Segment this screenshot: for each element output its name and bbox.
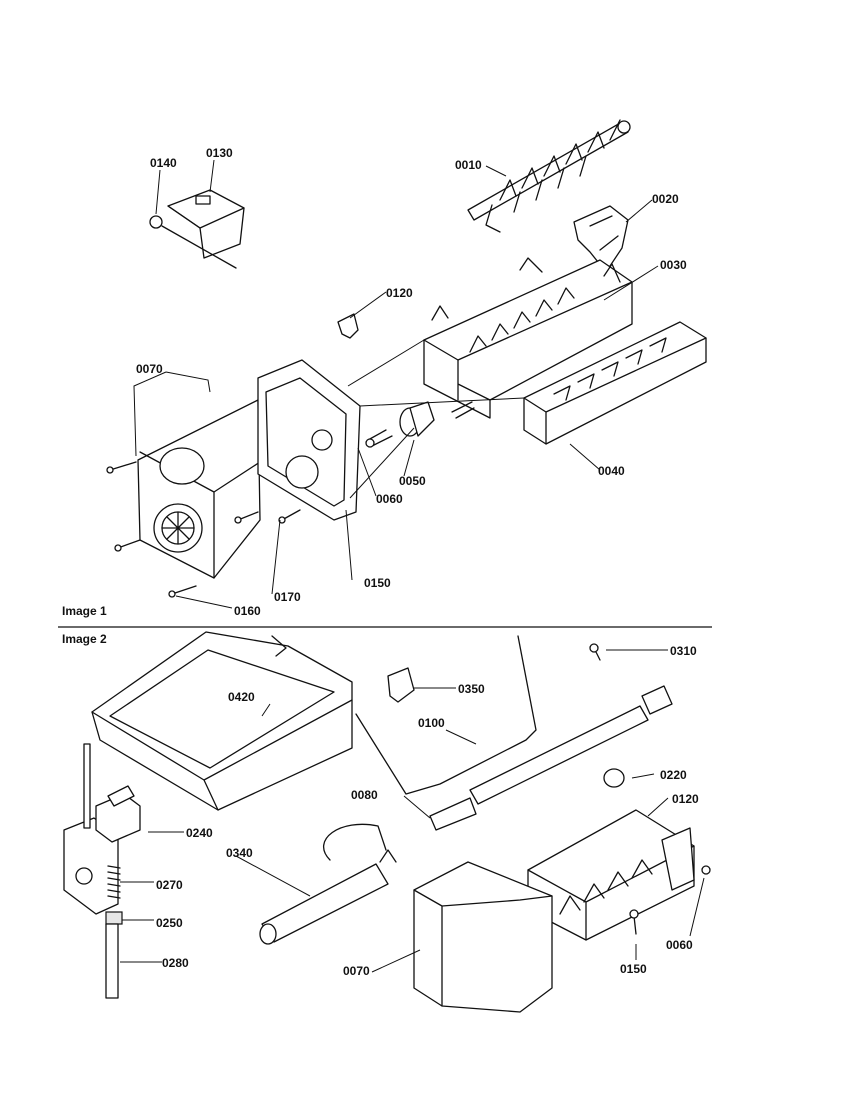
label-0280: 0280 (162, 956, 189, 970)
label-0340: 0340 (226, 846, 253, 860)
label-0150-b: 0150 (620, 962, 647, 976)
label-0150: 0150 (364, 576, 391, 590)
label-0030: 0030 (660, 258, 687, 272)
label-0060-b: 0060 (666, 938, 693, 952)
part-0220-cap (603, 768, 625, 788)
part-0240-water-valve (63, 743, 141, 915)
part-0120-clip (337, 313, 359, 339)
label-0130: 0130 (206, 146, 233, 160)
label-0070: 0070 (136, 362, 163, 376)
part-0310-screw (589, 643, 601, 661)
label-0250: 0250 (156, 916, 183, 930)
part-0050-heater-cap (399, 401, 435, 437)
part-0420-ice-bin (91, 631, 353, 811)
part-0070-motor-housing (137, 399, 261, 579)
label-0080: 0080 (351, 788, 378, 802)
image-2-caption: Image 2 (62, 632, 107, 646)
label-0010: 0010 (455, 158, 482, 172)
part-0060-pins (365, 401, 475, 448)
label-0060: 0060 (376, 492, 403, 506)
part-0040-cover (523, 321, 707, 445)
label-0040: 0040 (598, 464, 625, 478)
part-0270-spring (107, 865, 121, 899)
part-0100-wire-harness (355, 635, 673, 805)
label-0100: 0100 (418, 716, 445, 730)
part-0020-bracket (573, 205, 629, 273)
part-0250-fitting (105, 911, 123, 925)
part-0280-tube (105, 923, 119, 999)
part-0130-bracket (167, 189, 245, 259)
part-0060-screw (701, 865, 711, 875)
part-0120-mold-assembly (527, 809, 695, 941)
part-0010-ejector (467, 119, 631, 233)
part-0150-screw (629, 909, 639, 935)
label-0160: 0160 (234, 604, 261, 618)
label-0070-b: 0070 (343, 964, 370, 978)
label-0240: 0240 (186, 826, 213, 840)
label-0140: 0140 (150, 156, 177, 170)
image-1-caption: Image 1 (62, 604, 107, 618)
part-0070-front-cover (413, 861, 553, 1013)
part-0140-screw (149, 215, 237, 269)
part-0030-mold (423, 257, 633, 419)
label-0350: 0350 (458, 682, 485, 696)
part-0150-frame (257, 359, 361, 521)
label-0220: 0220 (660, 768, 687, 782)
label-0120-b: 0120 (672, 792, 699, 806)
label-0120: 0120 (386, 286, 413, 300)
part-0350-clip (387, 667, 415, 703)
screws-image1 (106, 461, 301, 598)
label-0270: 0270 (156, 878, 183, 892)
label-0050: 0050 (399, 474, 426, 488)
label-0310: 0310 (670, 644, 697, 658)
part-0080-heater-lead (429, 797, 477, 831)
label-0020: 0020 (652, 192, 679, 206)
part-0340-fill-tube (259, 823, 397, 945)
label-0420: 0420 (228, 690, 255, 704)
label-0170: 0170 (274, 590, 301, 604)
